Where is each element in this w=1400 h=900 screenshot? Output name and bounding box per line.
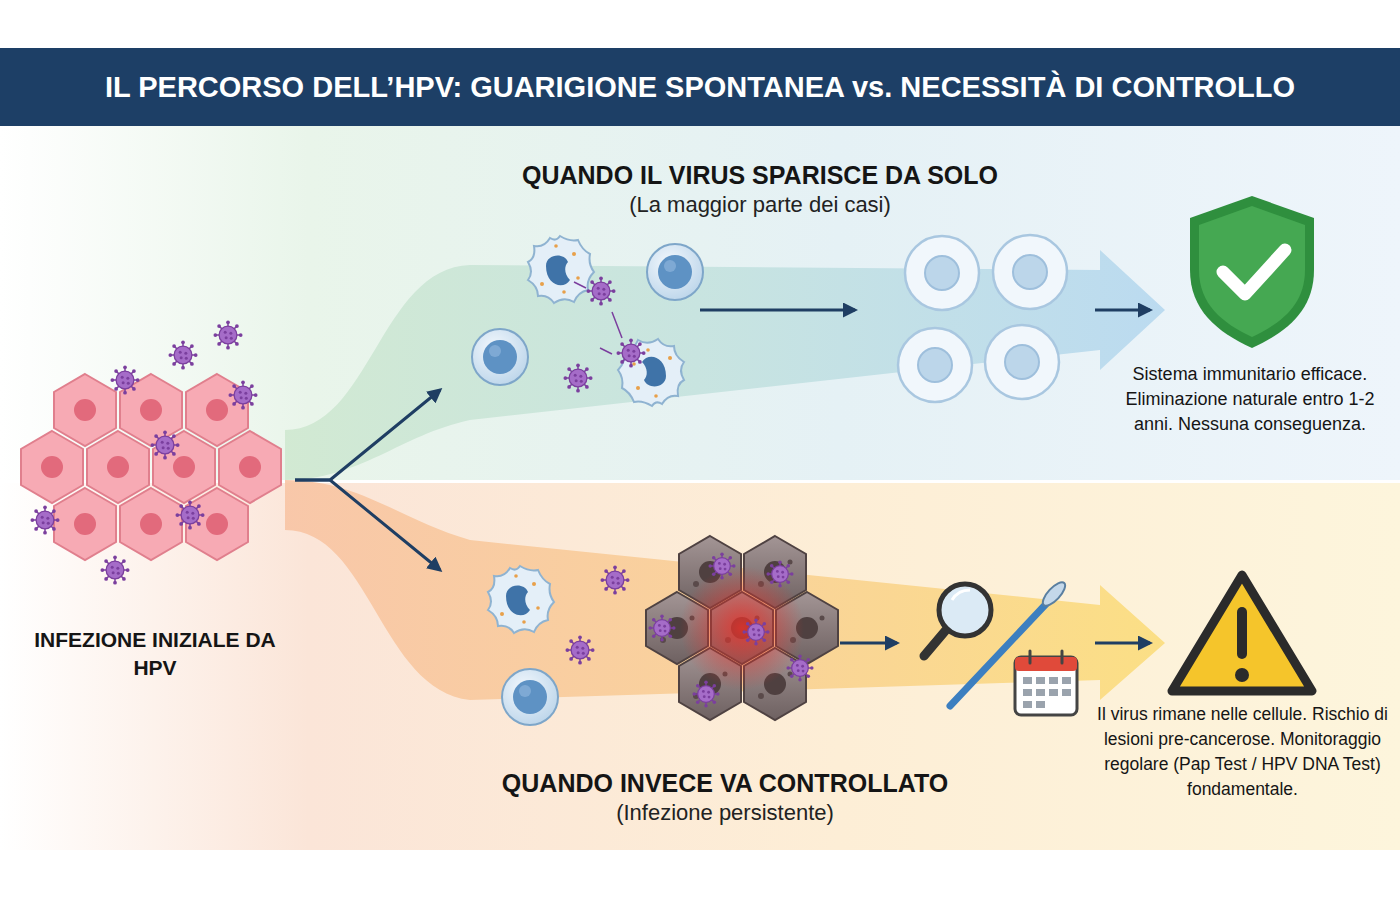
weak-immune-response bbox=[600, 565, 629, 594]
infected-cells bbox=[186, 488, 248, 560]
screening-tools bbox=[1062, 689, 1071, 696]
screening-tools bbox=[924, 630, 946, 656]
flow-arrow bbox=[1095, 642, 1150, 645]
outcome-node: Sistema immunitario efficace. Eliminazio… bbox=[1105, 190, 1395, 455]
infected-cells bbox=[228, 380, 257, 409]
check-shield bbox=[1190, 196, 1314, 348]
green-background bbox=[0, 126, 1400, 480]
check-shield bbox=[1199, 206, 1305, 337]
infected-cells bbox=[219, 431, 281, 503]
abnormal-cells bbox=[786, 654, 813, 681]
immune-response bbox=[472, 329, 528, 385]
abnormal-cells bbox=[708, 552, 735, 579]
screening-tools bbox=[1023, 677, 1071, 708]
screening-tools bbox=[939, 584, 991, 636]
infected-cells bbox=[54, 374, 116, 446]
screening-tools bbox=[950, 604, 1046, 706]
title-bar bbox=[0, 48, 1400, 126]
node-text: INFEZIONE INIZIALE DA HPV bbox=[15, 626, 295, 682]
infected-cells bbox=[54, 488, 116, 560]
screening-tools bbox=[1049, 677, 1058, 684]
infected-cells bbox=[120, 488, 182, 560]
warning-node: Il virus rimane nelle cellule. Rischio d… bbox=[1090, 565, 1395, 840]
infected-cells bbox=[168, 340, 197, 369]
screening-tools bbox=[1036, 677, 1045, 684]
abnormal-cells bbox=[680, 566, 804, 690]
weak-immune-response bbox=[565, 635, 594, 664]
abnormal-cells bbox=[766, 560, 793, 587]
screening-tools bbox=[1015, 657, 1077, 671]
flow-arrow bbox=[1095, 309, 1150, 312]
screening-tools bbox=[1015, 657, 1077, 715]
branch-arrow bbox=[295, 390, 440, 480]
warning-sign bbox=[1172, 575, 1312, 691]
healthy-cells bbox=[898, 328, 972, 402]
screening-tools bbox=[1039, 579, 1068, 609]
infected-cells bbox=[30, 505, 59, 534]
node-text: QUANDO INVECE VA CONTROLLATO bbox=[440, 768, 1010, 798]
screening-tools bbox=[1036, 701, 1045, 708]
node-subtext: (Infezione persistente) bbox=[440, 799, 1010, 827]
node-text: QUANDO IL VIRUS SPARISCE DA SOLO bbox=[480, 160, 1040, 190]
node-text: Il virus rimane nelle cellule. Rischio d… bbox=[1090, 702, 1395, 802]
infected-cells bbox=[110, 365, 139, 394]
abnormal-cells bbox=[742, 618, 769, 645]
immune-response bbox=[472, 236, 703, 406]
persistence-band: QUANDO INVECE VA CONTROLLATO(Infezione p… bbox=[440, 490, 1395, 845]
healthy-cells bbox=[985, 325, 1059, 399]
check-shield bbox=[1223, 250, 1285, 294]
weak-immune-response bbox=[488, 565, 630, 725]
screening-tools bbox=[1062, 677, 1071, 684]
resolution-band: QUANDO IL VIRUS SPARISCE DA SOLO(La magg… bbox=[440, 150, 1390, 470]
screening-tools bbox=[1023, 689, 1032, 696]
healthy-cells bbox=[993, 235, 1067, 309]
infected-cells bbox=[150, 430, 179, 459]
infected-cells bbox=[100, 555, 129, 584]
node-subtext: (La maggior parte dei casi) bbox=[480, 191, 1040, 219]
infected-cells bbox=[186, 374, 248, 446]
weak-immune-response bbox=[488, 566, 554, 633]
immune-response bbox=[574, 282, 622, 354]
flow-arrow bbox=[840, 642, 897, 645]
title-text: IL PERCORSO DELL’HPV: GUARIGIONE SPONTAN… bbox=[0, 48, 1400, 126]
abnormal-cells bbox=[646, 536, 838, 720]
screening-tools bbox=[1023, 701, 1032, 708]
screening-tools bbox=[1023, 677, 1032, 684]
screening-tools bbox=[1036, 689, 1045, 696]
screening-tools bbox=[952, 590, 970, 600]
healthy-cells bbox=[898, 235, 1067, 402]
warning-sign bbox=[1235, 668, 1249, 682]
immune-response bbox=[528, 236, 594, 303]
immune-response bbox=[563, 363, 592, 392]
immune-response bbox=[647, 244, 703, 300]
infected-cells bbox=[21, 431, 83, 503]
screening-tools bbox=[924, 579, 1077, 715]
warning-sign bbox=[1237, 607, 1247, 659]
immune-response bbox=[586, 276, 615, 305]
node-text: Sistema immunitario efficace. Eliminazio… bbox=[1105, 362, 1395, 437]
infected-cells bbox=[213, 320, 242, 349]
branch-arrow bbox=[295, 480, 440, 570]
healthy-cells bbox=[905, 236, 979, 310]
abnormal-cells bbox=[648, 614, 675, 641]
abnormal-cells bbox=[692, 680, 719, 707]
immune-response bbox=[616, 338, 645, 367]
flow-arrow bbox=[700, 309, 855, 312]
screening-tools bbox=[1049, 689, 1058, 696]
infected-cells bbox=[175, 500, 204, 529]
screening-tools bbox=[1061, 651, 1064, 663]
weak-immune-response bbox=[502, 669, 558, 725]
screening-tools bbox=[1029, 651, 1032, 663]
orange-ribbon bbox=[285, 480, 1165, 700]
orange-background bbox=[0, 483, 1400, 850]
infected-cells bbox=[87, 431, 149, 503]
infection-node: INFEZIONE INIZIALE DA HPV bbox=[15, 310, 295, 690]
